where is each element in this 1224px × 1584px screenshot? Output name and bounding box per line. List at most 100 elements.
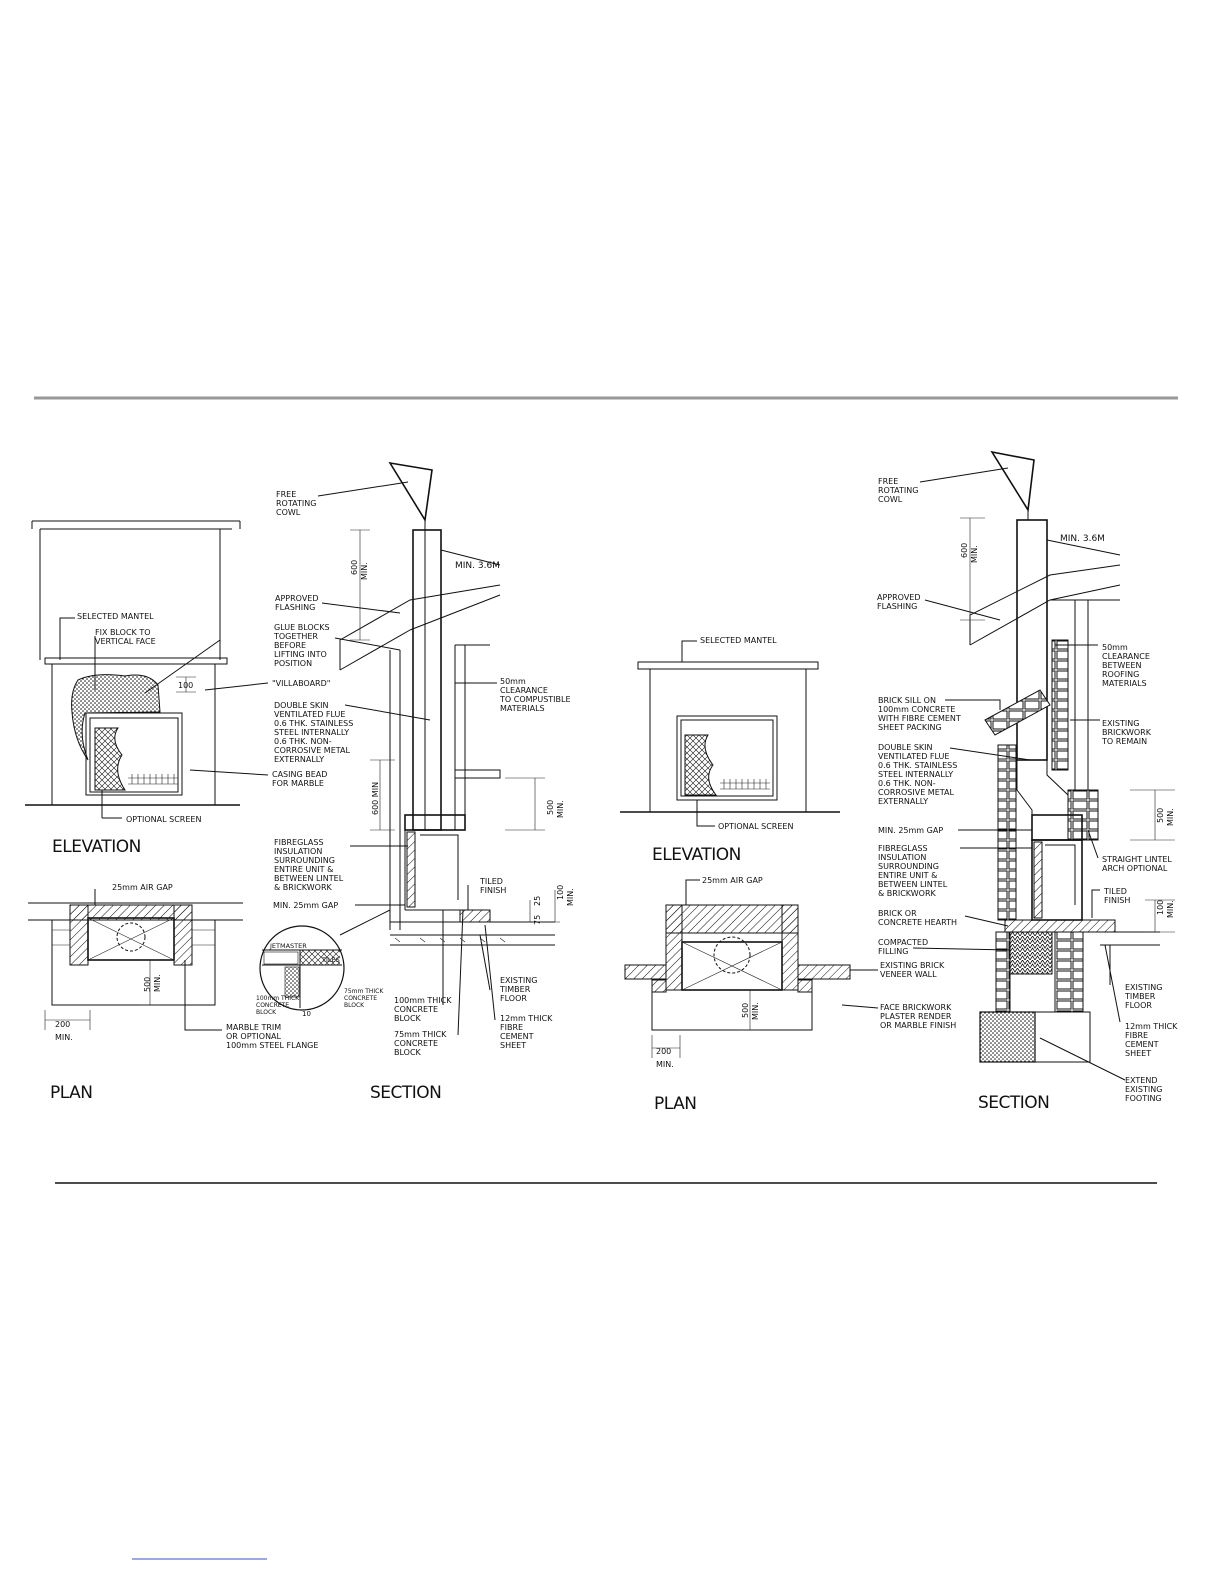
svg-text:MIN.: MIN. — [566, 888, 575, 906]
label-fibreglass-insulation: FIBREGLASS — [274, 838, 324, 847]
label-existing-timber-floor: EXISTING — [500, 976, 537, 985]
label-optional-screen: OPTIONAL SCREEN — [126, 815, 201, 824]
svg-text:VERTICAL FACE: VERTICAL FACE — [95, 637, 156, 646]
label-min-25mm-gap-right: MIN. 25mm GAP — [878, 826, 943, 835]
label-fibre-cement-sheet: 12mm THICK — [500, 1014, 553, 1023]
title-plan-left: PLAN — [50, 1083, 92, 1103]
left-plan: 500 MIN. 200 MIN. 25mm AIR GAP MARBLE TR… — [28, 883, 318, 1103]
label-air-gap-right: 25mm AIR GAP — [702, 876, 763, 885]
svg-text:CONCRETE: CONCRETE — [344, 995, 377, 1002]
label-existing-brickwork: EXISTING — [1102, 719, 1139, 728]
svg-text:FOR MARBLE: FOR MARBLE — [272, 779, 324, 788]
svg-text:CORROSIVE METAL: CORROSIVE METAL — [878, 788, 955, 797]
svg-text:TO REMAIN: TO REMAIN — [1101, 737, 1147, 746]
svg-text:MIN.: MIN. — [751, 1002, 760, 1020]
label-jetmaster: JETMASTER — [269, 942, 307, 950]
label-free-rotating-cowl-right: FREE — [878, 477, 898, 486]
label-min-25mm-gap: MIN. 25mm GAP — [273, 901, 338, 910]
svg-text:FIBRE: FIBRE — [500, 1023, 523, 1032]
svg-text:ARCH OPTIONAL: ARCH OPTIONAL — [1102, 864, 1168, 873]
label-glue-blocks: GLUE BLOCKS — [274, 623, 330, 632]
svg-text:FLOOR: FLOOR — [500, 994, 527, 1003]
label-double-skin-flue-right: DOUBLE SKIN — [878, 743, 933, 752]
label-tiled-finish-right: TILED — [1103, 887, 1127, 896]
label-tiled-finish: TILED — [479, 877, 503, 886]
svg-text:ENTIRE UNIT &: ENTIRE UNIT & — [878, 871, 937, 880]
svg-text:TO COMPUSTIBLE: TO COMPUSTIBLE — [499, 695, 571, 704]
left-section: 600 MIN. 600 MIN 500 MIN. 25 75 100 MIN.… — [256, 461, 575, 1103]
label-air-gap: 25mm AIR GAP — [112, 883, 173, 892]
svg-text:TOGETHER: TOGETHER — [273, 632, 318, 641]
svg-text:STEEL INTERNALLY: STEEL INTERNALLY — [274, 728, 349, 737]
label-optional-screen-right: OPTIONAL SCREEN — [718, 822, 793, 831]
svg-text:WITH FIBRE CEMENT: WITH FIBRE CEMENT — [878, 714, 961, 723]
svg-text:ENTIRE UNIT &: ENTIRE UNIT & — [274, 865, 333, 874]
right-plan: 500 MIN. 200 MIN. 25mm AIR GAP EXISTING … — [624, 876, 956, 1114]
svg-text:CONCRETE: CONCRETE — [394, 1039, 438, 1048]
svg-text:MIN.: MIN. — [153, 974, 162, 992]
svg-text:CONCRETE: CONCRETE — [394, 1005, 438, 1014]
title-elevation-right: ELEVATION — [652, 845, 741, 865]
svg-text:100mm CONCRETE: 100mm CONCRETE — [878, 705, 955, 714]
svg-text:100: 100 — [1156, 900, 1165, 915]
label-min-36-right: MIN. 3.6M — [1060, 534, 1105, 544]
label-free-rotating-cowl: FREE — [276, 490, 296, 499]
svg-text:100: 100 — [556, 885, 565, 900]
left-elevation: 100 SELECTED MANTEL FIX BLOCK TO VERTICA… — [25, 520, 330, 857]
svg-text:CONCRETE: CONCRETE — [256, 1002, 289, 1009]
svg-text:CORROSIVE METAL: CORROSIVE METAL — [274, 746, 351, 755]
label-50mm-clearance-right: 50mm — [1102, 643, 1128, 652]
svg-text:MATERIALS: MATERIALS — [1102, 679, 1147, 688]
svg-text:INSULATION: INSULATION — [878, 853, 926, 862]
label-selected-mantel: SELECTED MANTEL — [77, 612, 154, 621]
svg-text:BLOCK: BLOCK — [394, 1014, 422, 1023]
svg-text:ROTATING: ROTATING — [276, 499, 316, 508]
svg-text:BEFORE: BEFORE — [274, 641, 306, 650]
sect-dim-500: 500 — [546, 800, 555, 815]
label-100mm-block: 100mm THICK — [394, 996, 452, 1005]
svg-text:FINISH: FINISH — [480, 886, 506, 895]
svg-text:EXTERNALLY: EXTERNALLY — [878, 797, 928, 806]
label-75mm-block: 75mm THICK — [394, 1030, 447, 1039]
svg-text:ROTATING: ROTATING — [878, 486, 918, 495]
svg-text:MIN.: MIN. — [970, 545, 979, 563]
svg-text:VENEER WALL: VENEER WALL — [880, 970, 937, 979]
svg-text:BLOCK: BLOCK — [344, 1002, 365, 1009]
plan-dim-500: 500 — [143, 977, 152, 992]
label-villaboard: "VILLABOARD" — [272, 679, 330, 688]
svg-text:100mm THICK: 100mm THICK — [256, 995, 300, 1002]
svg-text:FOOTING: FOOTING — [1125, 1094, 1162, 1103]
label-extend-footing: EXTEND — [1125, 1076, 1157, 1085]
label-existing-veneer: EXISTING BRICK — [880, 961, 945, 970]
label-50mm-clearance: 50mm — [500, 677, 526, 686]
label-approved-flashing-right: APPROVED — [877, 593, 921, 602]
svg-text:VENTILATED FLUE: VENTILATED FLUE — [878, 752, 949, 761]
svg-text:FILLING: FILLING — [878, 947, 908, 956]
label-min-36: MIN. 3.6M — [455, 561, 500, 571]
svg-text:0.6 THK. NON-: 0.6 THK. NON- — [274, 737, 332, 746]
svg-text:0.6 THK. STAINLESS: 0.6 THK. STAINLESS — [274, 719, 353, 728]
svg-text:SHEET: SHEET — [500, 1041, 526, 1050]
svg-text:FLASHING: FLASHING — [275, 603, 315, 612]
svg-text:75: 75 — [533, 915, 542, 925]
svg-text:10: 10 — [302, 1010, 311, 1018]
svg-text:TIMBER: TIMBER — [499, 985, 531, 994]
label-face-brickwork: FACE BRICKWORK — [880, 1003, 952, 1012]
label-brick-hearth: BRICK OR — [878, 909, 917, 918]
rplan-dim-200: 200 — [656, 1047, 671, 1056]
svg-text:BETWEEN LINTEL: BETWEEN LINTEL — [274, 874, 344, 883]
svg-text:FLOOR: FLOOR — [1125, 1001, 1152, 1010]
svg-text:MIN.: MIN. — [1166, 900, 1175, 918]
svg-text:MIN.: MIN. — [55, 1033, 73, 1042]
svg-text:POSITION: POSITION — [274, 659, 312, 668]
rplan-dim-500: 500 — [741, 1003, 750, 1018]
label-approved-flashing: APPROVED — [275, 594, 319, 603]
svg-text:EXTERNALLY: EXTERNALLY — [274, 755, 324, 764]
rsect-dim-500: 500 — [1156, 808, 1165, 823]
svg-text:FINISH: FINISH — [1104, 896, 1130, 905]
label-brick-sill: BRICK SILL ON — [878, 696, 936, 705]
label-tiles: TILES — [321, 956, 340, 964]
svg-text:PLASTER RENDER: PLASTER RENDER — [880, 1012, 952, 1021]
svg-text:BRICKWORK: BRICKWORK — [1102, 728, 1152, 737]
